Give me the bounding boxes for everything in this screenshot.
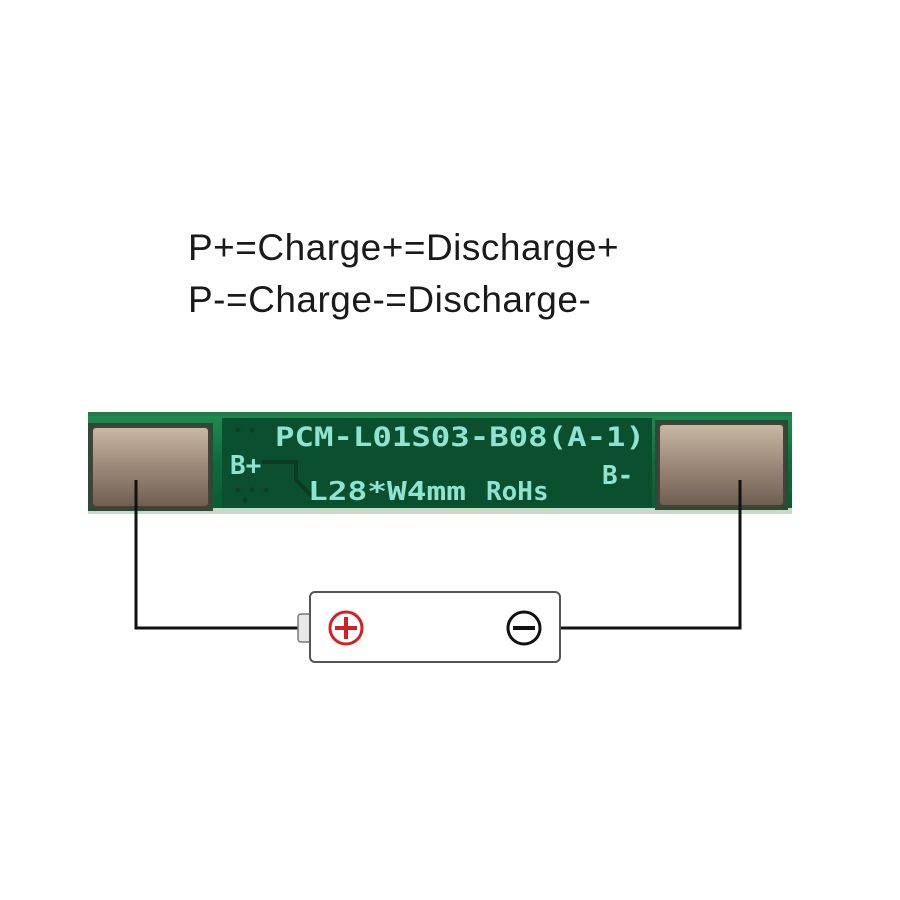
- battery-body: [309, 591, 561, 663]
- b-plus-pad-metal: [91, 426, 210, 508]
- b-minus-label: B-: [602, 461, 633, 491]
- pcb-bottom-edge: [88, 508, 792, 514]
- legend: P+=Charge+=Discharge+ P-=Charge-=Dischar…: [188, 222, 619, 326]
- pcm-board: PCM-L01S03-B08(A-1) B+ L28*W4mm RoHs B-: [88, 412, 792, 514]
- battery: [297, 591, 561, 663]
- wires: [134, 480, 742, 630]
- pcb-trace: [262, 460, 314, 498]
- negative-wire: [560, 480, 742, 630]
- board-size-label: L28*W4mm: [308, 477, 466, 507]
- legend-line-negative: P-=Charge-=Discharge-: [188, 279, 592, 320]
- pcb-vias: [235, 427, 269, 503]
- legend-line-positive: P+=Charge+=Discharge+: [188, 227, 620, 268]
- minus-terminal-icon: [506, 610, 542, 646]
- board-model-label: PCM-L01S03-B08(A-1): [275, 422, 645, 453]
- rohs-label: RoHs: [486, 477, 549, 507]
- pcb-top-edge: [88, 412, 792, 416]
- plus-terminal-icon: [328, 610, 364, 646]
- positive-wire: [134, 480, 300, 630]
- b-plus-label: B+: [230, 451, 261, 481]
- b-minus-pad-metal: [658, 423, 785, 507]
